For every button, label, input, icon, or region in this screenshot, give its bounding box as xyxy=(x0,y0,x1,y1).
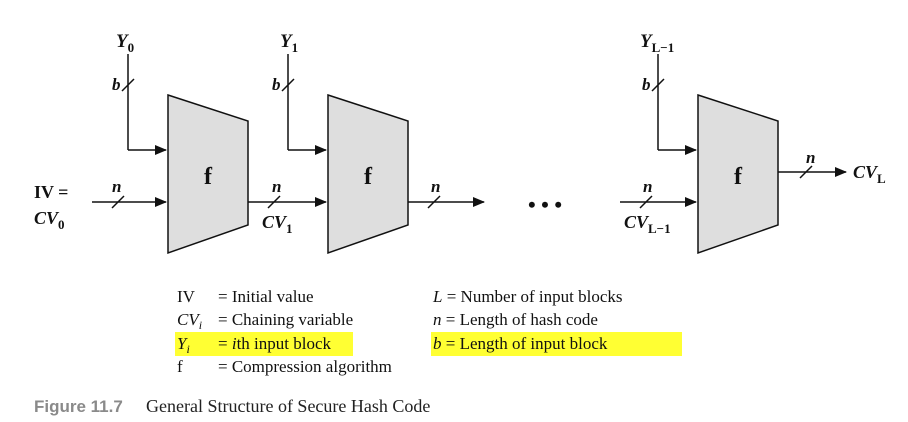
highlight-b xyxy=(431,332,682,356)
cvl1-slash xyxy=(639,195,653,209)
input-slash-2 xyxy=(281,78,295,92)
box-1-label: f xyxy=(204,164,213,190)
box-last-label: f xyxy=(734,164,743,190)
iv-label: IV = xyxy=(34,182,68,202)
iv-n: n xyxy=(112,177,121,196)
caption-title: General Structure of Secure Hash Code xyxy=(146,396,430,416)
caption-number: Figure 11.7 xyxy=(34,397,123,416)
cv0-label: CV0 xyxy=(34,208,65,232)
legend-n: n = Length of hash code xyxy=(433,310,598,329)
legend-cvi-eq: = Chaining variable xyxy=(218,310,353,329)
block2-out-n: n xyxy=(431,177,440,196)
cv1-n: n xyxy=(272,177,281,196)
legend-l: L = Number of input blocks xyxy=(432,287,623,306)
legend-f-eq: = Compression algorithm xyxy=(218,357,392,376)
input-1-b: b xyxy=(112,75,121,94)
legend-iv-term: IV xyxy=(177,287,196,306)
ellipsis: • • • xyxy=(528,192,562,217)
input-1-label: Y0 xyxy=(116,31,134,55)
legend-b: b = Length of input block xyxy=(433,334,608,353)
input-slash-last xyxy=(651,78,665,92)
input-last-label: YL−1 xyxy=(640,31,674,55)
legend-iv-eq: = Initial value xyxy=(218,287,314,306)
compression-box-last xyxy=(697,93,779,255)
input-last-b: b xyxy=(642,75,651,94)
cv1-label: CV1 xyxy=(262,212,293,236)
cvl-n: n xyxy=(806,148,815,167)
cv1-slash xyxy=(267,195,281,209)
legend-right: L = Number of input blocks n = Length of… xyxy=(432,287,623,353)
legend-yi-eq: = ith input block xyxy=(218,334,332,353)
input-2-b: b xyxy=(272,75,281,94)
input-2-label: Y1 xyxy=(280,31,298,55)
iv-slash xyxy=(111,195,125,209)
highlight-yi xyxy=(175,332,353,356)
compression-box-1 xyxy=(167,93,249,255)
input-slash-1 xyxy=(121,78,135,92)
cvl1-label: CVL−1 xyxy=(624,212,671,236)
cvl-label: CVL xyxy=(853,162,886,186)
legend-f-term: f xyxy=(177,357,183,376)
box-2-label: f xyxy=(364,164,373,190)
block2-out-slash xyxy=(427,195,441,209)
cvl-slash xyxy=(799,165,813,179)
legend-yi-term: Yi xyxy=(177,334,190,356)
cvl1-n: n xyxy=(643,177,652,196)
legend-cvi-term: CVi xyxy=(177,310,202,332)
compression-box-2 xyxy=(327,93,409,255)
legend-left: IV = Initial value CVi = Chaining variab… xyxy=(177,287,392,376)
